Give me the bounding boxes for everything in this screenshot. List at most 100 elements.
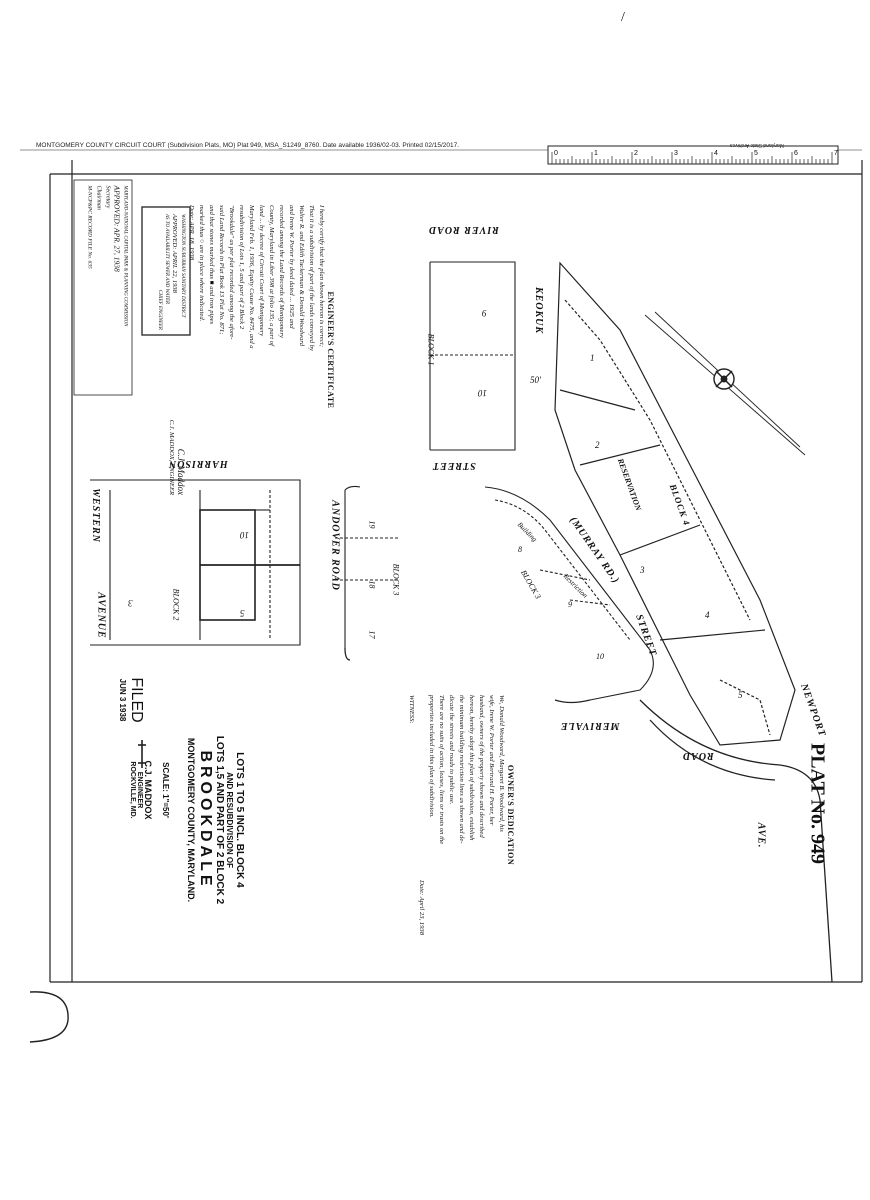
block-1-outline <box>429 261 516 451</box>
sanitary-note: AS TO AVAILABILITY SEWER AND WATER <box>164 214 169 305</box>
street-keokuk: KEOKUK <box>533 286 545 335</box>
block-2-outline <box>90 479 301 646</box>
engineers-certificate-line: and Irene W. Porter by deed dated ... 19… <box>288 205 295 329</box>
street-avenue: AVENUE <box>95 592 107 639</box>
ruler-label: Maryland State Archives <box>730 142 784 148</box>
filed-label: FILED <box>128 677 145 723</box>
street-merivale: MERIVALE <box>560 720 620 731</box>
scale-ruler <box>547 145 839 165</box>
title-scale-block: SCALE: 1"=50' C.J. MADDOX ENGINEER ROCKV… <box>110 730 170 850</box>
engineers-certificate-line: land ... by decree of Circuit Court of M… <box>258 205 265 337</box>
engineers-certificate-line: said Land Records in Plat Book 13 Plat N… <box>218 205 225 335</box>
lot-label: 5 <box>738 690 743 700</box>
park-commission-box <box>73 179 133 396</box>
title-county: MONTGOMERY COUNTY, MARYLAND. <box>186 737 196 903</box>
lot-label: 3 <box>128 598 133 608</box>
owners-dedication-line: We, Donald Woodward, Margaret B. Woodwar… <box>498 695 505 832</box>
lot-label: 10 <box>478 388 487 398</box>
lot-label: 3 <box>640 565 645 575</box>
street-road-lower: ROAD <box>682 750 714 761</box>
plat-border <box>20 149 863 983</box>
owners-dedication-date: Date: April 23, 1938 <box>418 880 425 935</box>
engineers-certificate-body: I hereby certify that the plan shown her… <box>196 205 326 495</box>
title-scale: SCALE: 1"=50' <box>161 762 170 818</box>
ruler-number: 1 <box>594 150 598 157</box>
street-western: WESTERN <box>89 488 101 543</box>
title-line-1: LOTS 1 TO 5 INCL. BLOCK 4 <box>234 752 245 888</box>
park-secretary: Secretary <box>104 185 111 209</box>
lot-label: 9 <box>568 600 572 609</box>
engineers-certificate-line: and that stones marked thus ■ and iron p… <box>208 205 215 325</box>
top-mark: / <box>621 10 625 25</box>
park-approved: APPROVED: APR. 27, 1938 <box>112 185 122 272</box>
lot-label: 1 <box>590 353 595 363</box>
owners-dedication-line: properties included in this plan of subd… <box>428 695 435 818</box>
owners-dedication-line: wife, Irene W. Porter and Bertrand H. Po… <box>488 695 495 826</box>
ruler-number: 0 <box>554 150 558 157</box>
block-4-outline <box>554 261 796 746</box>
block-2-label: BLOCK 2 <box>171 588 181 621</box>
title-line-3: LOTS 1,5 AND PART OF 2 BLOCK 2 <box>214 735 225 905</box>
street-street-upper: STREET <box>432 460 476 471</box>
ruler-number: 4 <box>714 150 718 157</box>
sanitary-org: WASHINGTON SUBURBAN SANITARY DISTRICT <box>180 214 185 318</box>
lot-label: 2 <box>595 440 600 450</box>
owners-dedication-line: husband, owners of the property shown an… <box>478 695 485 838</box>
owners-dedication-line: hereon, hereby adopt this plan of subdiv… <box>468 695 475 841</box>
title-subdivision-name: BROOKDALE <box>197 750 214 890</box>
owners-dedication-body: We, Donald Woodward, Margaret B. Woodwar… <box>426 695 506 935</box>
park-record: M-NCP&PC RECORD FILE No. 635 <box>86 185 93 269</box>
ruler-number: 3 <box>674 150 678 157</box>
owners-dedication-line: the minimum building restriction lines a… <box>458 695 465 844</box>
lot-label: 4 <box>705 610 710 620</box>
sanitary-approved: APPROVED: APRIL 22, 1938 <box>171 214 178 293</box>
owners-dedication-line: There are no suits of action, leases, li… <box>438 695 445 845</box>
engineers-certificate-title: ENGINEER'S CERTIFICATE <box>326 291 335 409</box>
engineers-certificate-date: Date: APR. 18, 1938 <box>188 205 195 261</box>
owners-dedication-witness: WITNESS: <box>408 695 415 724</box>
lot-label: 9 <box>482 308 487 318</box>
lot-label: 19 <box>367 520 377 529</box>
sanitary-approval-box <box>141 206 191 336</box>
engineers-certificate-line: I hereby certify that the plan shown her… <box>318 205 325 347</box>
ruler-number: 6 <box>794 150 798 157</box>
lot-label: 5 <box>240 608 245 618</box>
title-engineer: C.J. MADDOX <box>143 760 153 820</box>
sanitary-approval: WASHINGTON SUBURBAN SANITARY DISTRICT AP… <box>146 214 186 330</box>
scale-bar <box>138 740 146 768</box>
sanitary-signer: CHIEF ENGINEER <box>157 289 162 330</box>
filed-stamp: FILED JUN 3 1938 <box>105 655 145 745</box>
title-block: LOTS 1 TO 5 INCL. BLOCK 4 AND RESUBDIVIS… <box>165 695 245 945</box>
park-commission-approval: MARYLAND-NATIONAL CAPITAL PARK & PLANNIN… <box>77 186 129 391</box>
ruler-number: 5 <box>754 150 758 157</box>
engineers-certificate: ENGINEER'S CERTIFICATE I hereby certify … <box>168 205 335 495</box>
lot-label: 10 <box>596 652 604 661</box>
title-line-2: AND RESUBDIVISION OF <box>225 771 234 868</box>
owners-dedication: OWNER'S DEDICATION We, Donald Woodward, … <box>365 695 515 935</box>
title-location: ROCKVILLE, MD. <box>129 761 136 819</box>
title-engineer-title: ENGINEER <box>136 771 143 809</box>
lot-label: 17 <box>367 630 377 639</box>
street-width-label: 50' <box>530 375 541 385</box>
owners-dedication-title: OWNER'S DEDICATION <box>506 764 515 866</box>
block-3a-label: BLOCK 3 <box>391 563 401 596</box>
engineers-certificate-line: marked thus ○ are in place where indicat… <box>198 205 205 322</box>
plat-number: PLAT No. 949 <box>806 743 829 864</box>
lot-label: 18 <box>367 580 377 589</box>
ruler-number: 2 <box>634 150 638 157</box>
engineers-certificate-line: That it is a subdivision of part of the … <box>308 205 315 351</box>
engineers-certificate-line: County, Maryland in Liber 398 at folio 1… <box>268 205 275 346</box>
binder-curve <box>29 991 69 1043</box>
street-river-road: RIVER ROAD <box>428 224 499 235</box>
lot-label: 8 <box>518 545 522 554</box>
engineers-certificate-line: Maryland Feb. 1, 1936, Equity Cause No. … <box>248 205 255 349</box>
block-3-outline <box>335 485 654 701</box>
block-1-label: BLOCK 1 <box>426 333 436 366</box>
lot-label: 10 <box>240 530 249 540</box>
filed-date: JUN 3 1938 <box>118 678 127 722</box>
road-curves <box>344 647 833 983</box>
engineers-certificate-line: "Brookdale" as per plat recorded among t… <box>228 205 235 340</box>
park-org: MARYLAND-NATIONAL CAPITAL PARK & PLANNIN… <box>122 185 128 327</box>
